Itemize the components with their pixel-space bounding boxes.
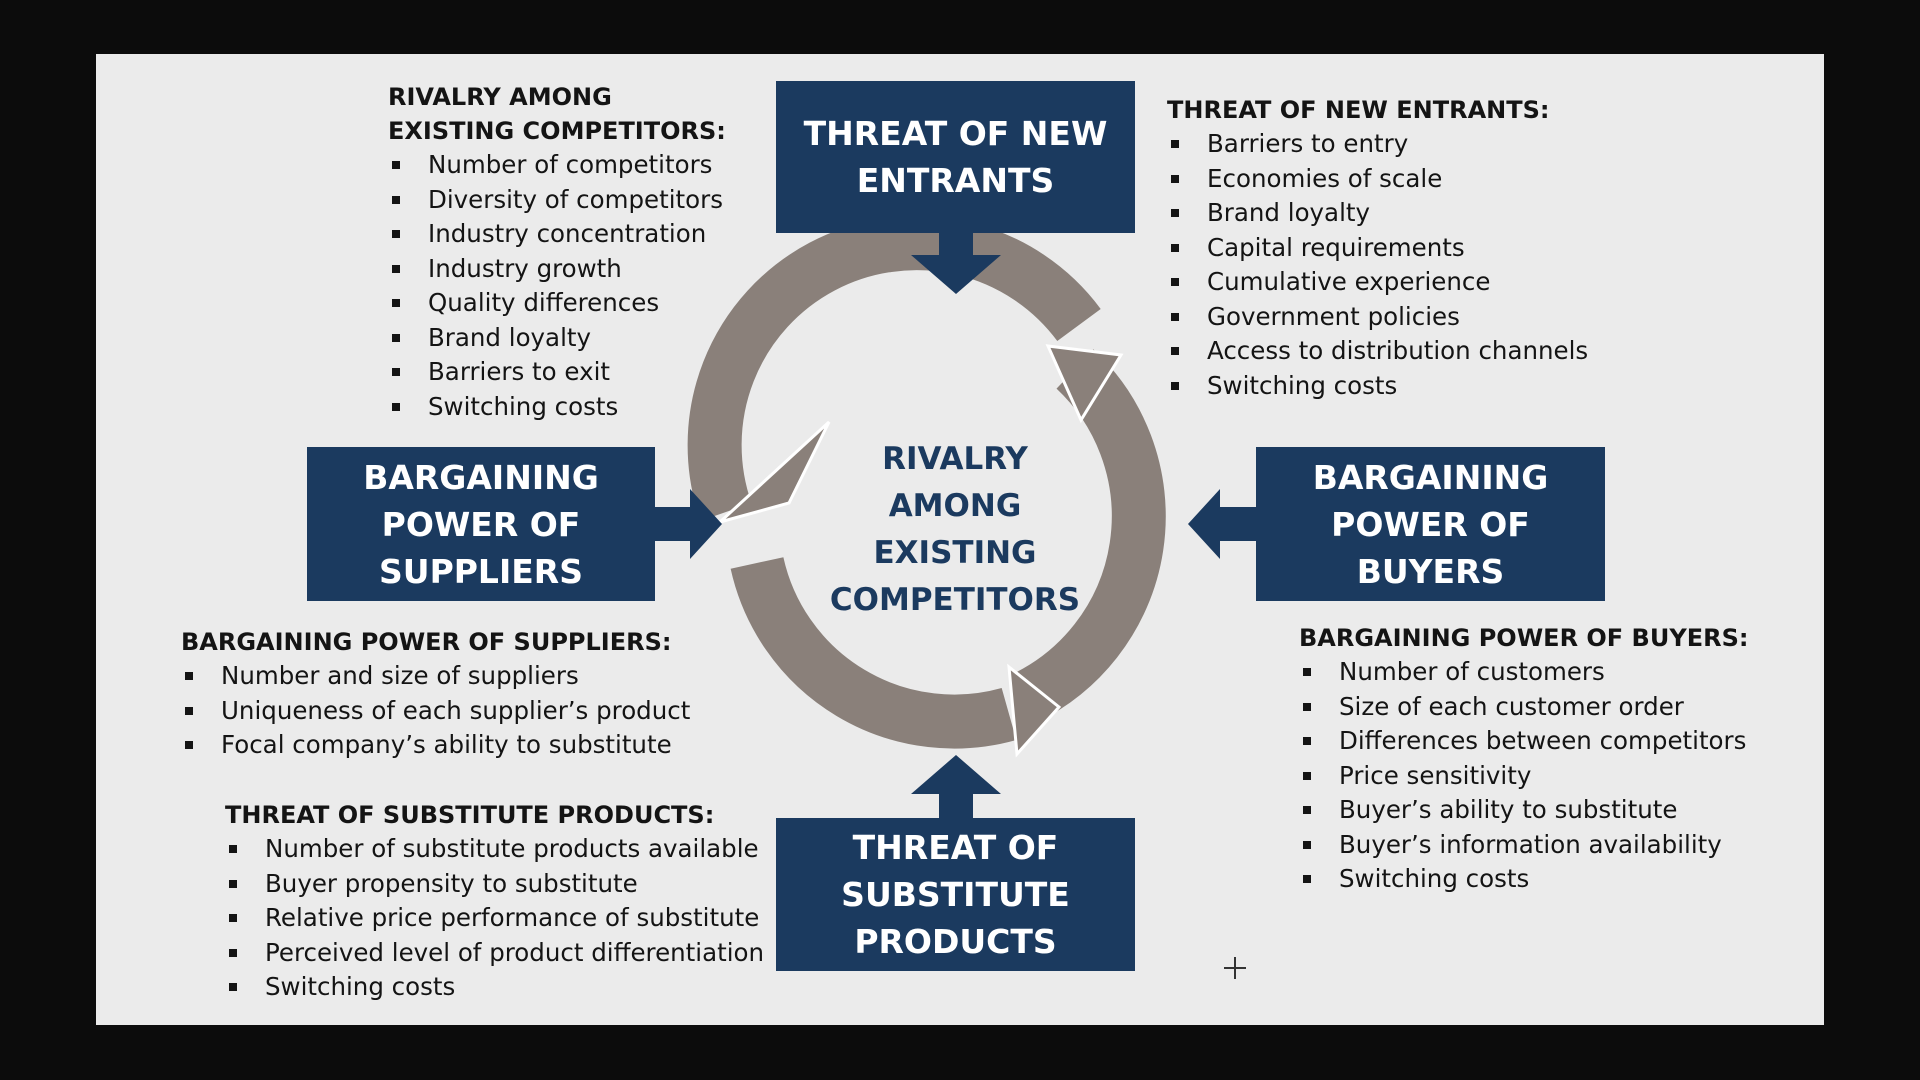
substitutes-factors-list: Number of substitute products available …: [225, 832, 764, 1005]
bargaining-power-of-buyers-label: BARGAINING POWER OF BUYERS: [1312, 457, 1549, 591]
suppliers-factors-title: BARGAINING POWER OF SUPPLIERS:: [181, 628, 672, 656]
buyers-factors-title: BARGAINING POWER OF BUYERS:: [1299, 624, 1749, 652]
list-item: Brand loyalty: [388, 321, 726, 356]
bargaining-power-of-buyers-box: BARGAINING POWER OF BUYERS: [1256, 447, 1605, 601]
list-item: Relative price performance of substitute: [225, 901, 764, 936]
bargaining-power-of-suppliers-label: BARGAINING POWER OF SUPPLIERS: [363, 457, 599, 591]
list-item: Uniqueness of each supplier’s product: [181, 694, 690, 729]
list-item: Barriers to exit: [388, 355, 726, 390]
list-item: Government policies: [1167, 300, 1588, 335]
suppliers-factors-list: Number and size of suppliers Uniqueness …: [181, 659, 690, 763]
substitutes-factors-title: THREAT OF SUBSTITUTE PRODUCTS:: [225, 801, 715, 829]
rivalry-factors-title: RIVALRY AMONG EXISTING COMPETITORS:: [388, 83, 726, 145]
cycle-arrow-top: [687, 216, 1101, 521]
list-item: Diversity of competitors: [388, 183, 726, 218]
list-item: Focal company’s ability to substitute: [181, 728, 690, 763]
threat-of-new-entrants-box: THREAT OF NEW ENTRANTS: [776, 81, 1135, 233]
list-item: Switching costs: [388, 390, 726, 425]
threat-of-new-entrants-label: THREAT OF NEW ENTRANTS: [803, 114, 1108, 200]
list-item: Buyer’s information availability: [1299, 828, 1748, 863]
new-entrants-factors: THREAT OF NEW ENTRANTS: Barriers to entr…: [1167, 93, 1588, 403]
list-item: Number of customers: [1299, 655, 1748, 690]
cycle-arrowhead-top: [718, 420, 831, 524]
list-item: Buyer propensity to substitute: [225, 867, 764, 902]
threat-of-substitute-products-box: THREAT OF SUBSTITUTE PRODUCTS: [776, 818, 1135, 971]
cycle-arrow-bottom: [730, 556, 1017, 749]
bargaining-power-of-suppliers-box: BARGAINING POWER OF SUPPLIERS: [307, 447, 655, 601]
arrow-up-substitutes: [911, 755, 1001, 818]
list-item: Quality differences: [388, 286, 726, 321]
arrow-down-new-entrants: [911, 233, 1001, 294]
list-item: Economies of scale: [1167, 162, 1588, 197]
buyers-factors: BARGAINING POWER OF BUYERS: Number of cu…: [1299, 621, 1748, 897]
rivalry-center-text: RIVALRY AMONG EXISTING COMPETITORS: [829, 441, 1081, 618]
list-item: Switching costs: [1299, 862, 1748, 897]
crosshair-cursor-icon: [1224, 957, 1246, 979]
list-item: Number of competitors: [388, 148, 726, 183]
arrow-left-buyers: [1188, 489, 1257, 559]
list-item: Differences between competitors: [1299, 724, 1748, 759]
list-item: Number and size of suppliers: [181, 659, 690, 694]
cycle-arrow-right: [1012, 349, 1166, 723]
substitutes-factors: THREAT OF SUBSTITUTE PRODUCTS: Number of…: [225, 798, 764, 1005]
list-item: Perceived level of product differentiati…: [225, 936, 764, 971]
list-item: Access to distribution channels: [1167, 334, 1588, 369]
rivalry-center-label: RIVALRY AMONG EXISTING COMPETITORS: [780, 432, 1130, 628]
new-entrants-factors-title: THREAT OF NEW ENTRANTS:: [1167, 96, 1550, 124]
cycle-arrowhead-right: [1045, 344, 1124, 424]
list-item: Capital requirements: [1167, 231, 1588, 266]
threat-of-substitute-products-label: THREAT OF SUBSTITUTE PRODUCTS: [841, 828, 1070, 961]
list-item: Switching costs: [1167, 369, 1588, 404]
cycle-arrowhead-bottom: [1007, 663, 1062, 758]
new-entrants-factors-list: Barriers to entry Economies of scale Bra…: [1167, 127, 1588, 403]
rivalry-factors-list: Number of competitors Diversity of compe…: [388, 148, 726, 424]
arrow-right-suppliers: [653, 489, 722, 559]
list-item: Number of substitute products available: [225, 832, 764, 867]
list-item: Switching costs: [225, 970, 764, 1005]
suppliers-factors: BARGAINING POWER OF SUPPLIERS: Number an…: [181, 625, 690, 763]
list-item: Brand loyalty: [1167, 196, 1588, 231]
buyers-factors-list: Number of customers Size of each custome…: [1299, 655, 1748, 897]
list-item: Barriers to entry: [1167, 127, 1588, 162]
rivalry-factors: RIVALRY AMONG EXISTING COMPETITORS: Numb…: [388, 80, 726, 424]
list-item: Price sensitivity: [1299, 759, 1748, 794]
list-item: Buyer’s ability to substitute: [1299, 793, 1748, 828]
list-item: Industry concentration: [388, 217, 726, 252]
list-item: Industry growth: [388, 252, 726, 287]
list-item: Size of each customer order: [1299, 690, 1748, 725]
list-item: Cumulative experience: [1167, 265, 1588, 300]
